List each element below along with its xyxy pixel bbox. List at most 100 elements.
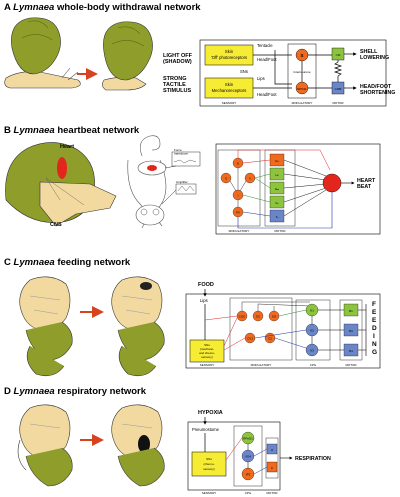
- heart-node: [322, 173, 342, 193]
- feed-letter-5: I: [373, 333, 375, 340]
- mb-t-lbl: Tₑ: [276, 215, 280, 219]
- mod-c2-lbl: C2: [268, 337, 272, 341]
- amplifier-label: Amplifier: [176, 180, 188, 184]
- panel-b: B Lymnaea heartbeat network Heart CNS: [4, 125, 381, 235]
- feed-letter-4: D: [372, 325, 377, 332]
- panel-b-title: B Lymnaea heartbeat network: [4, 125, 140, 136]
- section-sensory-d: SENSORY: [202, 491, 217, 495]
- stim-strong: STRONG: [163, 76, 187, 82]
- food-label: FOOD: [198, 282, 214, 288]
- sensory-box-d: [191, 451, 227, 477]
- feeding-vertical-label: F E E D I N G: [372, 301, 377, 356]
- sns-label: SNs: [240, 69, 248, 74]
- feed-letter-6: N: [372, 341, 377, 348]
- motor-coupling-resistor: [333, 60, 343, 82]
- feed-letter-2: E: [372, 309, 377, 316]
- section-cpg-d: CPG: [245, 491, 252, 495]
- cpg-n2-lbl: N2: [310, 329, 314, 333]
- motor-b4-lbl: B4: [349, 349, 353, 353]
- motor-cmb-label: CMB: [335, 87, 342, 91]
- cpg-rped1-lbl: RPeD1: [243, 437, 253, 441]
- nb-e-lbl: E: [237, 162, 239, 166]
- panel-a: A Lymnaea whole-body withdrawal network …: [4, 2, 395, 107]
- output-shell: SHELL: [360, 49, 378, 55]
- stim-stimulus: STIMULUS: [163, 88, 191, 94]
- mb-h-lbl: Hₒ: [275, 173, 279, 177]
- headfoot-label: Head/Foot: [257, 57, 277, 62]
- transducer-label: transducer: [174, 152, 188, 156]
- panel-d-title: D Lymnaea respiratory network: [4, 386, 147, 397]
- modulatory-box-a: [287, 43, 317, 99]
- cns-label: CNS: [50, 222, 62, 228]
- section-modulatory-a: MODULATORY: [292, 101, 313, 105]
- cpg-ip3-lbl: IP3: [246, 473, 251, 477]
- cpg-n1-lbl: N1: [310, 309, 314, 313]
- sns-d-a: SNs: [206, 457, 212, 461]
- section-sensory-a: SENSORY: [222, 101, 237, 105]
- section-sensory-c: SENSORY: [200, 363, 215, 367]
- heart-preparation-drawing: [127, 135, 201, 229]
- box2-label-a: Skin: [225, 82, 234, 87]
- heart-label: Heart: [60, 144, 74, 150]
- panel-c: C Lymnaea feeding network FOOD Lips SNs …: [4, 257, 381, 377]
- nb-v-lbl: V: [249, 177, 251, 181]
- output-heart: HEART: [357, 178, 376, 184]
- neuron-s-label: S: [301, 53, 304, 58]
- section-motor-c: MOTOR: [345, 363, 357, 367]
- motor-c-lbl: C: [271, 466, 274, 470]
- snail-feeding-closed-illustration: [19, 276, 73, 377]
- feed-letter-1: F: [372, 301, 376, 308]
- sns-c-c: and chemo-: [199, 351, 215, 355]
- force-label: Force: [174, 148, 182, 152]
- motor-cm-label: CM: [336, 53, 341, 57]
- cpg-n3-lbl: N3: [310, 349, 314, 353]
- mod-cgc-lbl: CGC: [239, 315, 247, 319]
- output-lowering: LOWERING: [360, 55, 389, 61]
- stim-tactile: TACTILE: [163, 82, 186, 88]
- stim-light-off: LIGHT OFF: [163, 53, 193, 59]
- network-frame-b: [215, 143, 381, 235]
- lips-label-c: Lips: [200, 298, 208, 303]
- output-shortening: SHORTENING: [360, 90, 395, 96]
- headfoot2-label: Head/Foot: [257, 92, 277, 97]
- mod-oc-lbl: OC: [256, 315, 261, 319]
- box2-label-b: Mechanoreceptors: [212, 88, 247, 93]
- cpg-vd4-lbl: VD4: [245, 455, 251, 459]
- motor-b3-lbl: B3: [349, 329, 353, 333]
- motor-b1-lbl: B1: [349, 309, 353, 313]
- lips-label: Lips: [257, 76, 265, 81]
- sns-c-a: SNs: [204, 343, 210, 347]
- snail-withdrawn-illustration: [102, 21, 153, 91]
- section-motor-a: MOTOR: [332, 101, 344, 105]
- sns-c-b: (mechano-: [200, 347, 214, 351]
- box1-label-b: 'Off' photoreceptors: [211, 55, 247, 60]
- panel-c-title: C Lymnaea feeding network: [4, 257, 131, 268]
- output-respiration: RESPIRATION: [295, 456, 331, 462]
- snail-respiration-closed-illustration: [17, 404, 73, 487]
- motor-o-lbl: O: [271, 448, 274, 452]
- feed-letter-3: E: [372, 317, 377, 324]
- nb-s-lbl: S: [225, 177, 227, 181]
- section-modulatory-c: MODULATORY: [251, 363, 272, 367]
- neuron-rpd11-label: RPD11: [297, 87, 307, 91]
- nb-pv-lbl: PV: [236, 211, 240, 215]
- network-frame-a: [199, 39, 387, 107]
- panel-a-title: A Lymnaea whole-body withdrawal network: [4, 2, 201, 13]
- section-motor-d: MOTOR: [266, 491, 278, 495]
- mb-e-lbl: Eₘ: [275, 187, 279, 191]
- snail-respiration-open-illustration: [111, 404, 165, 487]
- pneumostome-label: Pneumostome: [192, 427, 220, 432]
- sensory-box-c: [189, 339, 225, 363]
- output-headfoot: HEAD/FOOT: [360, 84, 392, 90]
- open-pneumostome: [138, 435, 150, 453]
- stim-shadow: (SHADOW): [163, 59, 192, 65]
- sns-d-c: sensory): [203, 467, 215, 471]
- section-modulatory-b: MODULATORY: [229, 229, 250, 233]
- network-frame-c: [185, 293, 381, 369]
- sns-d-b: (chemo-: [203, 462, 214, 466]
- box1-label-a: Skin: [225, 49, 234, 54]
- neuron-b-s: [220, 172, 232, 184]
- hypoxia-label: HYPOXIA: [198, 410, 223, 416]
- tentacle-label: Tentacle: [257, 43, 273, 48]
